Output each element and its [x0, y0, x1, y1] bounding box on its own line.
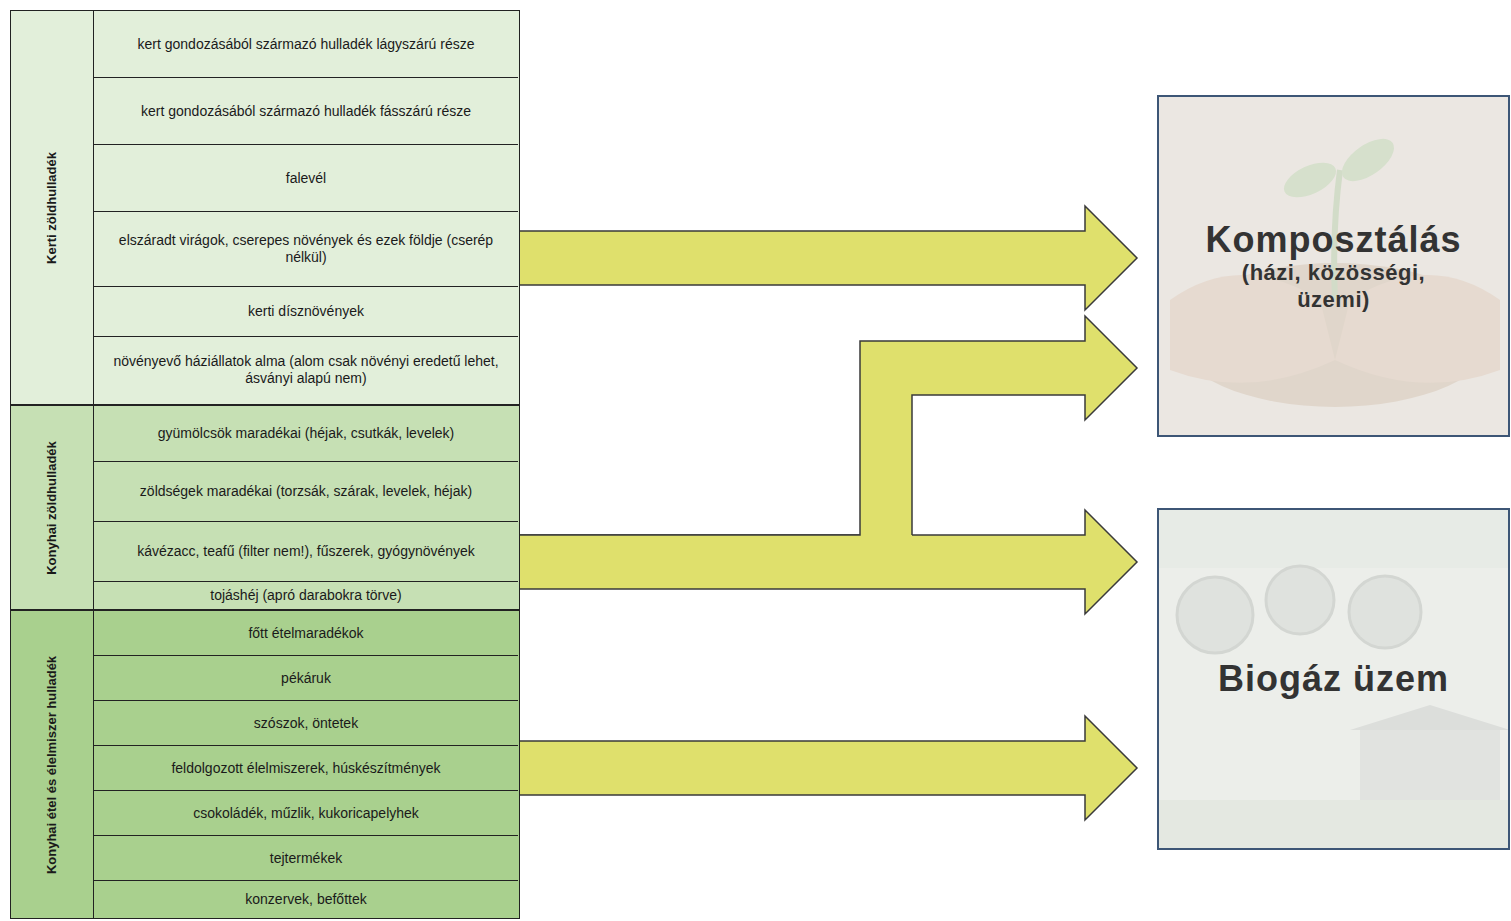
- destination-title: Biogáz üzem: [1218, 658, 1449, 699]
- waste-item-cell: elszáradt virágok, cserepes növények és …: [94, 211, 518, 286]
- category-band: Konyhai zöldhulladék gyümölcsök maradékai…: [10, 405, 520, 610]
- category-heading: Kerti zöldhulladék: [45, 18, 60, 397]
- arrow-outline: [520, 316, 1137, 535]
- waste-item-text: gyümölcsök maradékai (héjak, csutkák, le…: [158, 425, 454, 442]
- waste-item-text: szószok, öntetek: [254, 715, 358, 732]
- arrow-fill: [520, 716, 1137, 820]
- waste-item-text: konzervek, befőttek: [245, 891, 366, 908]
- waste-item-text: főtt ételmaradékok: [248, 625, 363, 642]
- waste-item-text: kerti dísznövények: [248, 303, 364, 320]
- waste-item-cell: falevél: [94, 144, 518, 211]
- category-heading: Konyhai zöldhulladék: [45, 413, 60, 602]
- waste-item-text: falevél: [286, 170, 326, 187]
- category-band: Konyhai étel és élelmiszer hulladék főtt …: [10, 610, 520, 919]
- category-heading: Konyhai étel és élelmiszer hulladék: [45, 618, 60, 911]
- destination-subtitle: (házi, közösségi, üzemi): [1209, 260, 1459, 313]
- destination-box: Biogáz üzem: [1157, 508, 1510, 850]
- waste-item-cell: pékáruk: [94, 655, 518, 700]
- destination-box: Komposztálás(házi, közösségi, üzemi): [1157, 95, 1510, 437]
- waste-item-text: tejtermékek: [270, 850, 342, 867]
- waste-item-text: tojáshéj (apró darabokra törve): [210, 587, 401, 604]
- waste-item-cell: csokoládék, műzlik, kukoricapelyhek: [94, 790, 518, 835]
- arrow-outline: [520, 716, 1137, 820]
- arrow-fill: [520, 316, 1137, 562]
- block-arrow: [520, 316, 1137, 562]
- compost-photo: [1157, 95, 1509, 437]
- waste-item-cell: gyümölcsök maradékai (héjak, csutkák, le…: [94, 406, 518, 461]
- waste-item-cell: tejtermékek: [94, 835, 518, 880]
- waste-item-text: kert gondozásából származó hulladék fáss…: [141, 103, 471, 120]
- category-heading-cell: Konyhai étel és élelmiszer hulladék: [11, 611, 94, 918]
- waste-item-text: növényevő háziállatok alma (alom csak nö…: [102, 353, 510, 387]
- waste-item-text: csokoládék, műzlik, kukoricapelyhek: [193, 805, 419, 822]
- block-arrow: [520, 206, 1137, 310]
- category-band: Kerti zöldhulladék kert gondozásából szár…: [10, 10, 520, 405]
- waste-item-cell: főtt ételmaradékok: [94, 611, 518, 655]
- waste-item-cell: zöldségek maradékai (torzsák, szárak, le…: [94, 461, 518, 521]
- waste-item-cell: kert gondozásából származó hulladék lágy…: [94, 11, 518, 77]
- waste-item-cell: kert gondozásából származó hulladék fáss…: [94, 77, 518, 144]
- arrow-fill: [520, 206, 1137, 310]
- destination-title: Komposztálás: [1205, 219, 1461, 260]
- biogas-plant-photo: [1157, 508, 1510, 850]
- waste-item-text: feldolgozott élelmiszerek, húskészítmény…: [171, 760, 440, 777]
- waste-item-cell: feldolgozott élelmiszerek, húskészítmény…: [94, 745, 518, 790]
- waste-item-text: zöldségek maradékai (torzsák, szárak, le…: [140, 483, 472, 500]
- arrow-outline: [520, 206, 1137, 310]
- waste-item-text: kert gondozásából származó hulladék lágy…: [138, 36, 475, 53]
- block-arrow: [520, 716, 1137, 820]
- category-heading-cell: Konyhai zöldhulladék: [11, 406, 94, 609]
- waste-item-text: kávézacc, teafű (filter nem!), fűszerek,…: [137, 543, 475, 560]
- waste-item-cell: kávézacc, teafű (filter nem!), fűszerek,…: [94, 521, 518, 581]
- waste-item-cell: növényevő háziállatok alma (alom csak nö…: [94, 336, 518, 403]
- waste-item-cell: szószok, öntetek: [94, 700, 518, 745]
- waste-item-cell: tojáshéj (apró darabokra törve): [94, 581, 518, 608]
- waste-item-text: pékáruk: [281, 670, 331, 687]
- waste-item-cell: konzervek, befőttek: [94, 880, 518, 917]
- waste-item-text: elszáradt virágok, cserepes növények és …: [102, 232, 510, 266]
- category-heading-cell: Kerti zöldhulladék: [11, 11, 94, 404]
- waste-item-cell: kerti dísznövények: [94, 286, 518, 336]
